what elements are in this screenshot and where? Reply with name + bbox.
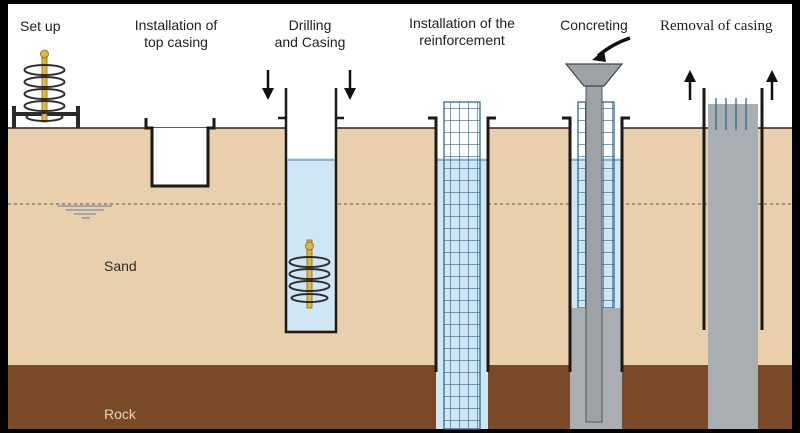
down-arrow-icon: [262, 70, 274, 100]
rock-layer: [8, 365, 792, 429]
up-arrow-icon: [766, 70, 778, 100]
step-reinforcement: Installation of the reinforcement: [409, 15, 515, 430]
water-table-icon: [58, 205, 112, 219]
step-top-casing: Installation of top casing: [135, 17, 218, 188]
casing-left: [562, 116, 572, 372]
sky-band: [8, 4, 792, 128]
casing-left: [428, 116, 438, 372]
step-drilling: Drilling and Casing: [262, 17, 356, 334]
pour-arrowhead-icon: [592, 50, 606, 62]
step-4-label-line1: Installation of the: [409, 15, 515, 31]
casing-right: [486, 116, 496, 372]
bore-dry: [286, 90, 336, 158]
rebar-tops: [715, 98, 747, 130]
step-6-label: Removal of casing: [660, 18, 773, 34]
concrete-pile: [708, 104, 758, 429]
step-2-label-line2: top casing: [144, 34, 208, 50]
tremie-hopper: [564, 63, 624, 87]
step-setup: Set up: [12, 18, 80, 128]
rebar-cage: [443, 101, 481, 430]
up-arrow-icon: [684, 70, 696, 100]
step-4-label-line2: reinforcement: [419, 32, 505, 48]
rock-label: Rock: [104, 406, 137, 422]
rig-leg-left: [12, 106, 16, 128]
top-casing-hole: [152, 128, 208, 186]
step-3-label-line1: Drilling: [289, 17, 332, 33]
auger-icon: [288, 239, 331, 309]
step-2-label-line1: Installation of: [135, 17, 218, 33]
sand-label: Sand: [104, 258, 137, 274]
step-5-label: Concreting: [560, 17, 628, 33]
auger-icon: [23, 49, 66, 123]
step-concreting: Concreting: [560, 17, 631, 429]
casing-right: [620, 116, 630, 372]
sand-layer: [8, 128, 792, 365]
top-casing: [144, 118, 216, 188]
step-removal: Removal of casing: [660, 18, 778, 429]
tremie-pipe: [585, 81, 603, 423]
step-3-label-line2: and Casing: [275, 34, 346, 50]
down-arrow-icon: [344, 70, 356, 100]
drill-casing: [278, 116, 344, 334]
rig-leg-right: [76, 106, 80, 128]
step-1-label: Set up: [20, 18, 61, 34]
